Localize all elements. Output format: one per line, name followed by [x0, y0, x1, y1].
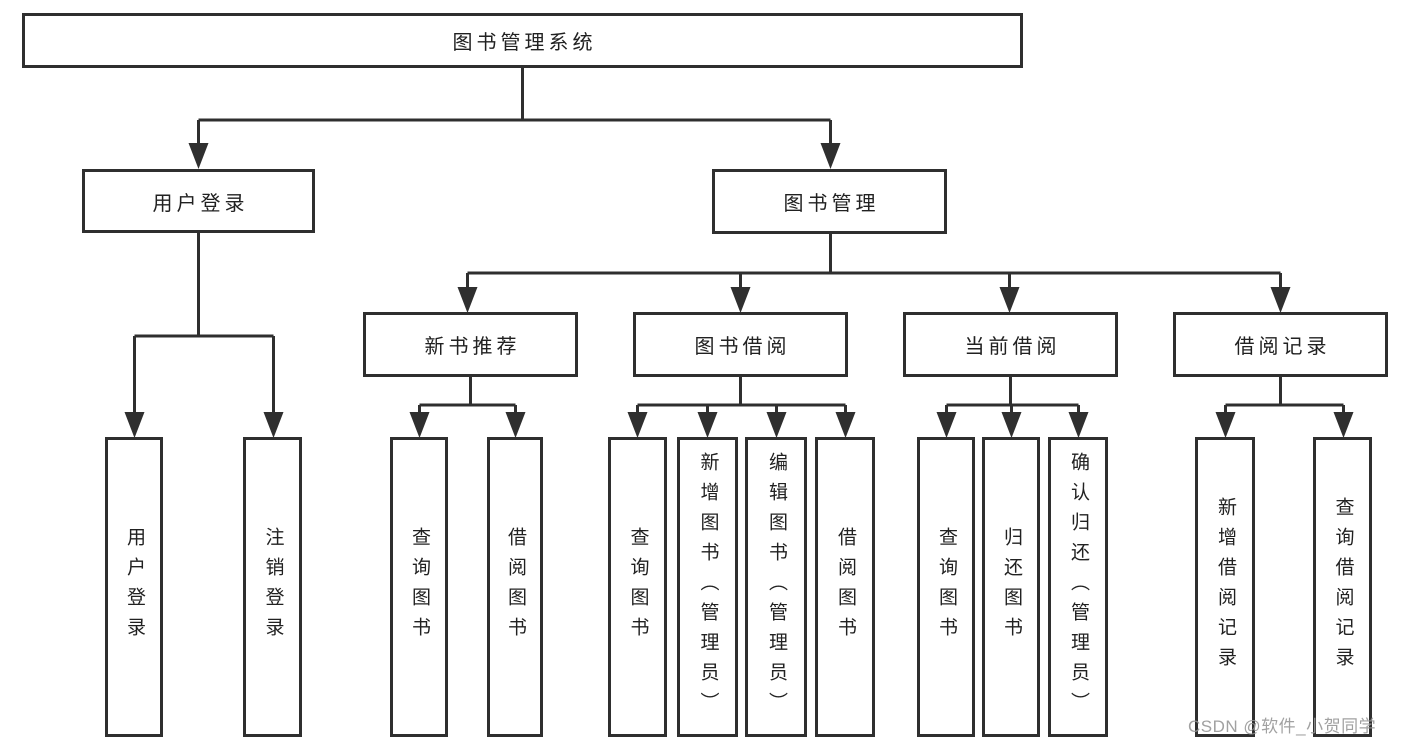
leaf-borrow-books-2: 借阅图书 [815, 437, 875, 737]
node-library-system: 图书管理系统 [22, 13, 1023, 68]
connector-new-book-children [418, 377, 517, 416]
leaf-edit-book-admin: 编辑图书（管理员） [745, 437, 807, 737]
leaf-query-books-2: 查询图书 [608, 437, 667, 737]
leaf-return-book: 归还图书 [982, 437, 1040, 737]
connector-user-login-children [133, 233, 275, 416]
node-book-borrow: 图书借阅 [633, 312, 848, 377]
leaf-confirm-return-admin: 确认归还（管理员） [1048, 437, 1108, 737]
leaf-query-books-1: 查询图书 [390, 437, 448, 737]
connector-borrow-records-children [1224, 377, 1345, 416]
leaf-add-book-admin: 新增图书（管理员） [677, 437, 738, 737]
leaf-borrow-books-1: 借阅图书 [487, 437, 543, 737]
leaf-query-borrow-record: 查询借阅记录 [1313, 437, 1372, 737]
arrowhead-icons [124, 143, 1354, 438]
connector-book-borrow-children [636, 377, 847, 416]
leaf-query-books-3: 查询图书 [917, 437, 975, 737]
connector-root-to-branches [197, 68, 832, 148]
csdn-watermark: CSDN @软件_小贺同学 [1188, 717, 1377, 736]
connector-current-borrow-children [945, 377, 1080, 416]
leaf-logout: 注销登录 [243, 437, 302, 737]
node-book-management: 图书管理 [712, 169, 947, 234]
leaf-user-login: 用户登录 [105, 437, 163, 737]
connector-book-management-children [466, 234, 1282, 292]
leaf-add-borrow-record: 新增借阅记录 [1195, 437, 1255, 737]
node-borrow-records: 借阅记录 [1173, 312, 1388, 377]
node-current-borrow: 当前借阅 [903, 312, 1118, 377]
node-user-login: 用户登录 [82, 169, 315, 233]
node-new-book-recommend: 新书推荐 [363, 312, 578, 377]
